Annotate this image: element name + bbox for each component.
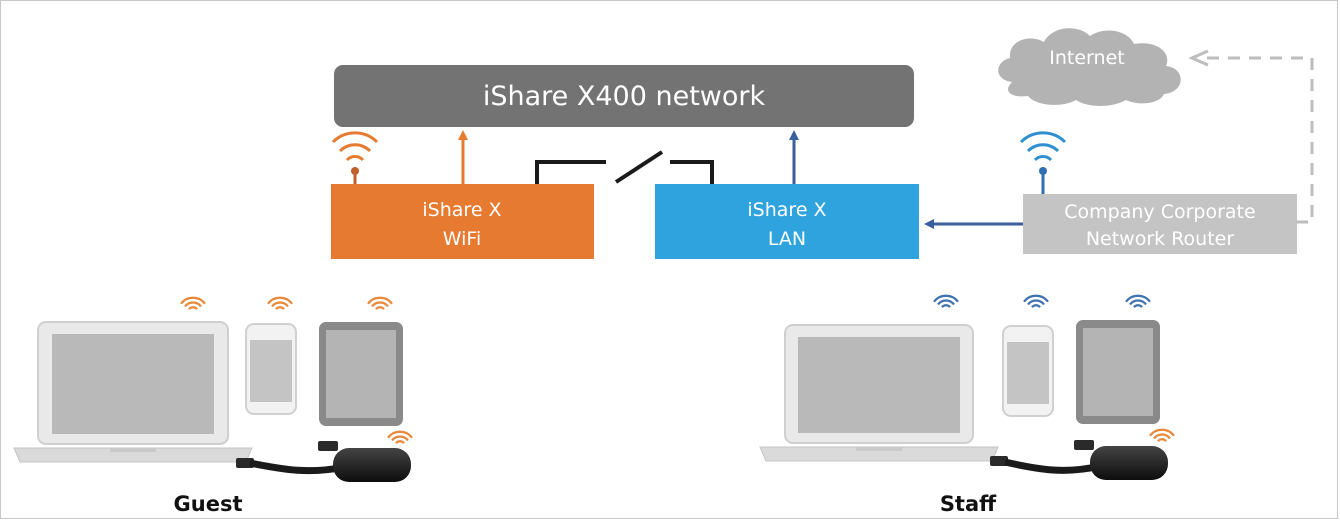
corporate-router-box: Company Corporate Network Router bbox=[1023, 194, 1297, 254]
staff-tablet-icon bbox=[1076, 320, 1160, 424]
ishare-x-lan-box: iShare X LAN bbox=[655, 184, 919, 259]
wifi-box-antenna-icon bbox=[331, 131, 379, 184]
wifi-box-line1: iShare X bbox=[422, 199, 501, 221]
ishare-x-wifi-box: iShare X WiFi bbox=[331, 184, 594, 259]
guest-label: Guest bbox=[174, 492, 243, 516]
guest-dongle-icon bbox=[236, 441, 411, 482]
guest-phone-icon bbox=[245, 323, 297, 415]
staff-tablet-wifi-icon bbox=[1125, 294, 1151, 309]
guest-laptop-icon bbox=[13, 321, 253, 463]
router-to-internet-dashed-arrow bbox=[1200, 56, 1314, 224]
router-line2: Network Router bbox=[1086, 228, 1235, 250]
router-antenna-icon bbox=[1019, 131, 1067, 194]
internet-cloud: Internet bbox=[998, 28, 1181, 107]
internet-arrowhead bbox=[1188, 49, 1209, 67]
interlink-switch-line bbox=[535, 150, 714, 184]
network-label: iShare X400 network bbox=[483, 81, 766, 112]
staff-laptop-icon bbox=[759, 324, 999, 462]
staff-label: Staff bbox=[940, 492, 997, 516]
internet-label: Internet bbox=[1049, 47, 1124, 69]
lan-box-line1: iShare X bbox=[747, 199, 826, 221]
router-line1: Company Corporate bbox=[1064, 201, 1255, 223]
staff-phone-wifi-icon bbox=[1023, 294, 1049, 309]
staff-phone-icon bbox=[1002, 325, 1054, 417]
staff-dongle-wifi-icon bbox=[1149, 428, 1175, 443]
guest-tablet-wifi-icon bbox=[367, 296, 393, 311]
guest-phone-wifi-icon bbox=[267, 296, 293, 311]
staff-dongle-icon bbox=[990, 440, 1168, 480]
staff-laptop-wifi-icon bbox=[933, 294, 959, 309]
lan-box-line2: LAN bbox=[768, 228, 806, 250]
guest-dongle-wifi-icon bbox=[387, 430, 413, 445]
guest-laptop-wifi-icon bbox=[180, 296, 206, 311]
ishare-x400-network-box: iShare X400 network bbox=[334, 65, 914, 127]
wifi-box-line2: WiFi bbox=[443, 228, 481, 250]
guest-tablet-icon bbox=[319, 322, 403, 426]
